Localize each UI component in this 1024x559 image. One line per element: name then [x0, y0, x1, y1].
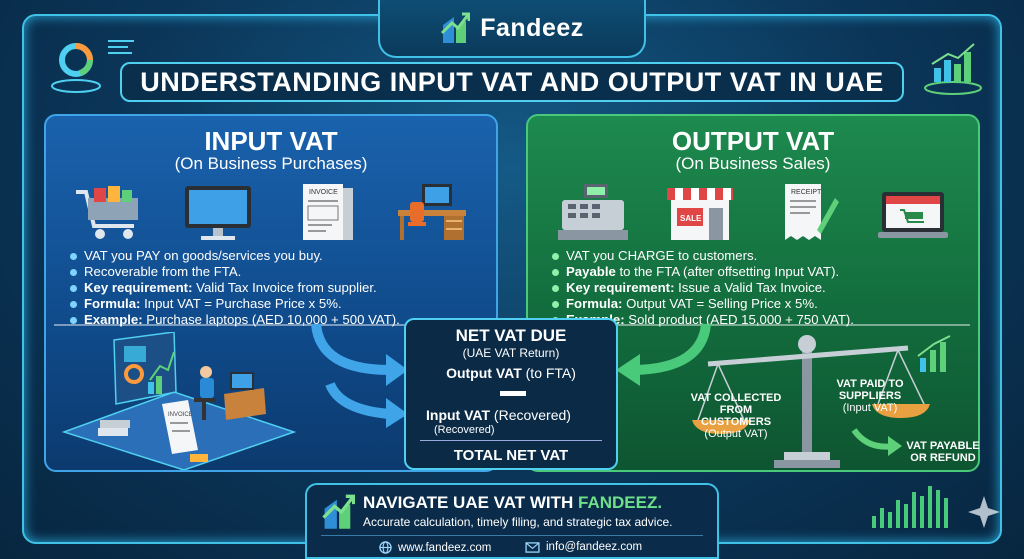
- page-title: UNDERSTANDING INPUT VAT AND OUTPUT VAT I…: [140, 66, 884, 97]
- output-panel-divider: [536, 324, 970, 326]
- footer-banner: NAVIGATE UAE VAT WITH FANDEEZ. Accurate …: [305, 483, 719, 559]
- brand-header: Fandeez: [378, 0, 646, 58]
- growth-bars-icon: [872, 486, 1000, 528]
- donut-chart-hologram-icon: [51, 40, 134, 93]
- input-vat-heading: INPUT VAT: [204, 126, 338, 156]
- input-vat-bullets: VAT you PAY on goods/services you buy. R…: [70, 248, 484, 328]
- svg-text:RECEIPT: RECEIPT: [791, 189, 822, 196]
- net-vat-output-line: Output VAT (to FTA): [446, 365, 576, 381]
- scale-result-label: VAT PAYABLE OR REFUND: [906, 440, 980, 464]
- net-vat-title: NET VAT DUE: [455, 326, 567, 345]
- shop-icon: SALE: [666, 188, 733, 240]
- footer-website[interactable]: www.fandeez.com: [379, 541, 491, 554]
- accountant-workstation-illustration: INVOICE: [61, 332, 297, 470]
- output-vat-heading: OUTPUT VAT: [671, 126, 835, 156]
- output-vat-bullets: VAT you CHARGE to customers. Payable to …: [552, 248, 966, 328]
- office-desk-icon: [397, 184, 466, 240]
- svg-text:INVOICE: INVOICE: [168, 412, 193, 418]
- footer-divider: [321, 535, 703, 536]
- svg-text:SALE: SALE: [680, 214, 702, 223]
- fandeez-logo-icon: [322, 494, 355, 529]
- cash-register-icon: [558, 184, 628, 240]
- scale-left-label: VAT COLLECTED FROM CUSTOMERS(Output VAT): [690, 392, 782, 440]
- list-item: Formula: Input VAT = Purchase Price x 5%…: [70, 296, 484, 312]
- bar-chart-hologram-icon: [924, 43, 982, 95]
- receipt-icon: RECEIPT: [785, 184, 840, 240]
- input-vat-subheading: (On Business Purchases): [174, 154, 368, 173]
- list-item: Formula: Output VAT = Selling Price x 5%…: [552, 296, 966, 312]
- page-title-bar: UNDERSTANDING INPUT VAT AND OUTPUT VAT I…: [120, 62, 904, 102]
- footer-tagline: Accurate calculation, timely filing, and…: [363, 515, 673, 529]
- globe-icon: [379, 541, 392, 554]
- net-vat-subtitle: (UAE VAT Return): [462, 346, 560, 360]
- list-item: Key requirement: Valid Tax Invoice from …: [70, 280, 484, 296]
- scale-right-label: VAT PAID TO SUPPLIERS(Input VAT): [836, 378, 904, 414]
- invoice-icon: INVOICE: [303, 184, 354, 240]
- list-item: Key requirement: Issue a Valid Tax Invoi…: [552, 280, 966, 296]
- brand-name: Fandeez: [480, 13, 584, 42]
- net-vat-total: TOTAL NET VAT: [453, 447, 569, 464]
- list-item: Recoverable from the FTA.: [70, 264, 484, 280]
- email-link[interactable]: info@fandeez.com: [546, 541, 643, 553]
- footer-headline: NAVIGATE UAE VAT WITH FANDEEZ.: [363, 493, 663, 512]
- email-icon: [525, 541, 540, 553]
- output-flow-arrow: [616, 323, 711, 386]
- net-vat-due-card: NET VAT DUE (UAE VAT Return) Output VAT …: [404, 318, 618, 470]
- net-vat-divider: [420, 440, 602, 441]
- list-item: Payable to the FTA (after offsetting Inp…: [552, 264, 966, 280]
- list-item: VAT you CHARGE to customers.: [552, 248, 966, 264]
- list-item: VAT you PAY on goods/services you buy.: [70, 248, 484, 264]
- shopping-cart-icon: [76, 186, 138, 239]
- footer-email[interactable]: info@fandeez.com: [525, 541, 642, 553]
- svg-text:INVOICE: INVOICE: [309, 189, 338, 196]
- output-vat-subheading: (On Business Sales): [675, 154, 831, 173]
- input-flow-arrows: [311, 323, 408, 428]
- minus-icon: [500, 391, 526, 396]
- online-store-icon: [877, 192, 948, 238]
- balance-scale-icon: [692, 335, 951, 468]
- sparkle-icon: [968, 496, 1000, 528]
- list-item: Example: Purchase laptops (AED 10,000 + …: [70, 312, 484, 328]
- website-link[interactable]: www.fandeez.com: [398, 541, 492, 554]
- net-vat-input-sub: (Recovered): [434, 424, 495, 436]
- fandeez-logo-icon: [440, 11, 471, 45]
- computer-monitor-icon: [184, 186, 251, 240]
- input-panel-divider: [54, 324, 488, 326]
- net-vat-input-line: Input VAT (Recovered): [426, 407, 571, 423]
